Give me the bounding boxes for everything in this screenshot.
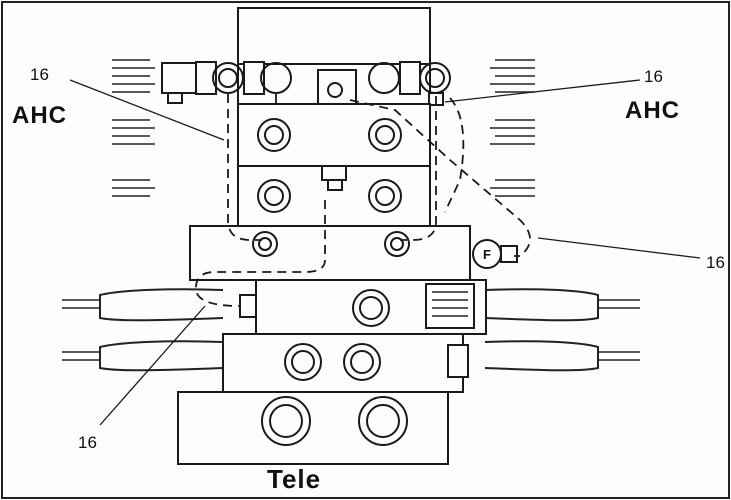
lower-left-hoses [62,288,224,372]
distribution-block [189,225,471,281]
distribution-block-ports [252,231,410,257]
callout-number: 16 [30,65,49,84]
base-block [177,391,449,465]
valve-section-2-ports [257,165,402,213]
ahc-label-right: AHC [625,97,680,124]
top-block [237,7,431,65]
left-hatching [112,59,155,197]
valve-section-3-parts [239,283,475,329]
lower-right-hoses [484,288,640,372]
ahc-label-left: AHC [12,102,67,129]
callout-number: 16 [706,253,725,272]
f-port-label: F [483,247,491,262]
valve-section-4-ports [284,343,469,381]
callout-number: 16 [644,67,663,86]
dashed-hoses [195,94,531,307]
right-fittings [317,61,451,106]
left-fittings [161,61,292,104]
callout-number: 16 [78,433,97,452]
f-port: F [472,239,518,269]
right-hatching [490,59,535,197]
valve-section-1 [237,103,431,167]
base-block-ports [261,396,408,446]
valve-section-1-ports [257,118,402,152]
valve-section-4 [222,333,464,393]
tele-label: Tele [267,464,321,494]
leader-lines [69,79,701,426]
